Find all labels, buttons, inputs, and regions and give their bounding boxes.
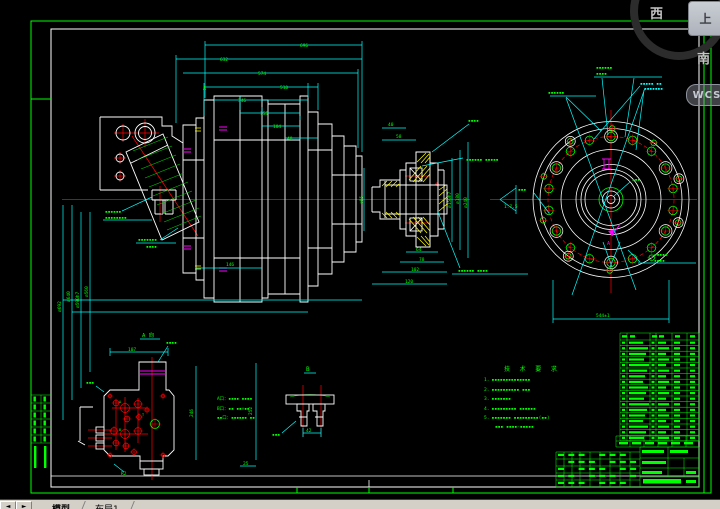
- dim-label: ∅590h7: [75, 291, 81, 308]
- dim-label: 246: [189, 409, 195, 417]
- wcs-label: WCS: [692, 89, 720, 101]
- dim-label: ∅692: [57, 301, 63, 312]
- dim-label: 120: [405, 279, 413, 285]
- dim-label: 107: [128, 347, 136, 353]
- dim-label: 632: [220, 57, 228, 63]
- parts-list-table: [615, 332, 700, 448]
- valve-block-view: [95, 361, 175, 476]
- viewcube[interactable]: 西 南 上: [628, 0, 720, 67]
- title-block: [555, 446, 700, 488]
- tab-layout1[interactable]: 布局1: [83, 500, 131, 509]
- dim-label: ▪▪▪▪▪▪▪: [644, 87, 663, 92]
- port-note-line: ▪▪口：▪▪▪▪▪▪ ▪▪: [217, 416, 255, 422]
- dim-label: R2: [121, 471, 127, 477]
- dim-label: ▪▪▪▪: [654, 259, 665, 264]
- valve-ports: [106, 392, 167, 459]
- dim-label: ▪▪▪: [86, 381, 94, 386]
- dim-label: A: [607, 241, 610, 247]
- section-marks: [140, 126, 621, 375]
- note-line: 1.▪▪▪▪▪▪▪▪▪▪▪▪▪▪: [484, 378, 531, 384]
- dim-label: ▪▪▪▪: [468, 119, 479, 124]
- dim-label: 104: [273, 124, 281, 130]
- dim-label: A 向: [142, 331, 154, 339]
- technical-notes: 技 术 要 求 1.▪▪▪▪▪▪▪▪▪▪▪▪▪▪ 2.▪▪▪▪▪▪▪▪▪▪ ▪▪▪…: [484, 365, 654, 433]
- main-section-view: [77, 95, 363, 446]
- dim-label: ∅150h7: [447, 191, 453, 208]
- dim-label: ▪▪▪▪▪▪▪▪: [105, 216, 127, 221]
- dim-label: ▪▪▪: [518, 188, 526, 193]
- dim-label: 1:7.5: [504, 204, 518, 210]
- dim-label: 58: [396, 134, 402, 140]
- note-line: 2.▪▪▪▪▪▪▪▪▪▪ ▪▪▪: [484, 387, 531, 393]
- dim-label: 25: [243, 461, 249, 467]
- dim-label: ▪▪▪▪▪▪ ▪▪▪▪▪: [466, 158, 499, 163]
- wcs-dropdown[interactable]: WCS: [686, 84, 720, 106]
- detail-view-b: [285, 394, 335, 427]
- dim-label: 544±1: [596, 313, 610, 319]
- dim-label: B: [306, 366, 310, 373]
- signature-strip: [31, 394, 51, 468]
- tab-nav-first-button[interactable]: ◄: [0, 501, 16, 509]
- dim-label: B: [119, 428, 121, 432]
- dim-label: ▪▪▪▪▪▪▪: [138, 238, 157, 243]
- dimension-lines: [62, 41, 696, 473]
- dim-label: 252: [248, 407, 254, 415]
- dim-label: ∅640: [66, 291, 72, 302]
- dim-label: ▪▪▪▪▪▪: [105, 210, 122, 215]
- dim-label: ▪▪▪▪▪▪ ▪▪▪▪: [458, 269, 488, 274]
- dim-label: ∅240: [463, 197, 469, 208]
- dim-label: 40: [287, 136, 293, 142]
- note-line: 5.▪▪▪▪▪▪▪ ▪▪▪▪▪▪▪▪▪(▪▪): [484, 416, 550, 422]
- dim-label: 64: [416, 247, 422, 253]
- bolt-holes: [538, 124, 685, 275]
- dim-label: ∅560: [84, 286, 90, 297]
- dim-label: ▪▪▪▪▪: [654, 253, 668, 258]
- dim-label: ▪▪▪▪: [596, 72, 607, 77]
- dim-label: ▪▪▪▪▪ ▪▪: [640, 82, 662, 87]
- dim-label: 146: [226, 262, 234, 268]
- dim-label: 346: [238, 98, 246, 104]
- port-note-line: B口：▪▪ ▪▪×▪▪: [217, 406, 250, 412]
- dimension-labels: 69663257451034615510440A∅692∅640∅590h7∅5…: [57, 43, 668, 477]
- port-notes: A口：▪▪▪▪ ▪▪▪▪ B口：▪▪ ▪▪×▪▪ ▪▪口：▪▪▪▪▪▪ ▪▪: [217, 395, 307, 424]
- tab-nav-last-button[interactable]: ►: [16, 501, 32, 509]
- dim-label: 510: [280, 85, 288, 91]
- tab-model[interactable]: 模型: [40, 500, 82, 509]
- viewcube-south-label[interactable]: 南: [697, 52, 711, 67]
- layout-tab-bar: ◄ ► 模型 布局1: [0, 499, 720, 509]
- dim-label: 574: [258, 71, 266, 77]
- viewcube-ring[interactable]: [630, 0, 720, 60]
- viewcube-west-label[interactable]: 西: [650, 7, 664, 22]
- dim-label: ▪▪▪▪: [146, 245, 157, 250]
- dim-label: 155: [260, 111, 268, 117]
- dim-label: ▪▪▪▪: [166, 341, 177, 346]
- dim-label: ▪▪▪▪▪▪: [548, 91, 565, 96]
- dim-label: 78: [419, 257, 425, 263]
- dim-label: ▪▪▪: [632, 178, 640, 183]
- note-line: ▪▪▪ ▪▪▪▪-▪▪▪▪▪: [495, 425, 534, 431]
- viewcube-top-label: 上: [699, 12, 712, 26]
- dim-label: A: [119, 400, 122, 404]
- dim-label: ▪▪▪▪▪▪: [596, 66, 613, 71]
- section-hatch: [132, 136, 331, 398]
- note-line: 4.▪▪▪▪▪▪▪▪▪ ▪▪▪▪▪▪: [484, 406, 536, 412]
- dim-label: ∅180: [455, 193, 461, 204]
- dim-label: T: [142, 413, 145, 417]
- port-note-line: A口：▪▪▪▪ ▪▪▪▪: [217, 397, 253, 402]
- viewcube-top-face[interactable]: 上: [688, 1, 720, 36]
- note-line: 3.▪▪▪▪▪▪▪: [484, 397, 511, 403]
- notes-title: 技 术 要 求: [504, 366, 560, 373]
- dim-label: 40: [388, 122, 394, 128]
- dim-label: 696: [300, 43, 308, 49]
- dim-label: A: [203, 86, 206, 92]
- dim-label: 42: [306, 428, 312, 434]
- dim-label: 102: [411, 267, 419, 273]
- dim-label: ∅95: [359, 196, 365, 204]
- dim-label: ▪▪▪: [272, 433, 280, 438]
- hub-hatch: [195, 127, 448, 270]
